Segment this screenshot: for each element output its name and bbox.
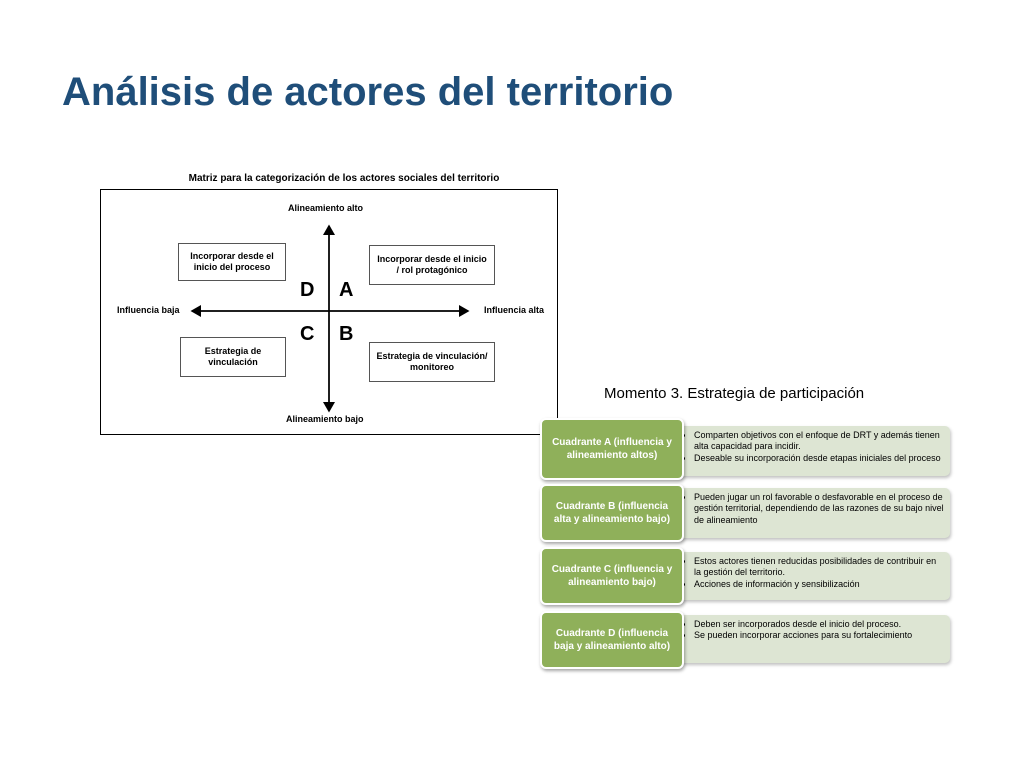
quadrant-a-label: Cuadrante A (influencia y alineamiento a…	[540, 418, 684, 480]
quadrant-a-bullet-1: Comparten objetivos con el enfoque de DR…	[694, 430, 944, 453]
strategy-title: Momento 3. Estrategia de participación	[604, 385, 865, 402]
matrix-frame: Alineamiento alto Alineamiento bajo Infl…	[100, 189, 558, 435]
quadrant-d-bullet-2: Se pueden incorporar acciones para su fo…	[694, 630, 944, 641]
quadrant-row-d: Deben ser incorporados desde el inicio d…	[540, 611, 952, 669]
quadrant-c-bullet-2: Acciones de información y sensibilizació…	[694, 579, 944, 590]
box-bottom-right: Estrategia de vinculación/ monitoreo	[369, 342, 495, 382]
quadrant-d-description: Deben ser incorporados desde el inicio d…	[670, 615, 950, 663]
quadrant-c-description: Estos actores tienen reducidas posibilid…	[670, 552, 950, 600]
quadrant-letter-b: B	[339, 323, 354, 345]
box-bottom-left: Estrategia de vinculación	[180, 337, 286, 377]
slide-title: Análisis de actores del territorio	[62, 70, 674, 114]
quadrant-b-label: Cuadrante B (influencia alta y alineamie…	[540, 484, 684, 542]
quadrant-row-a: Comparten objetivos con el enfoque de DR…	[540, 418, 952, 480]
axis-label-right: Influencia alta	[484, 305, 545, 315]
matrix-title: Matriz para la categorización de los act…	[188, 173, 500, 184]
quadrant-c-bullet-1: Estos actores tienen reducidas posibilid…	[694, 556, 944, 579]
quadrant-a-description: Comparten objetivos con el enfoque de DR…	[670, 426, 950, 476]
quadrant-c-label: Cuadrante C (influencia y alineamiento b…	[540, 547, 684, 605]
quadrant-letter-a: A	[339, 279, 354, 301]
axis-label-bottom: Alineamiento bajo	[286, 414, 364, 424]
axis-label-left: Influencia baja	[117, 305, 180, 315]
box-top-left: Incorporar desde el inicio del proceso	[178, 243, 286, 281]
box-top-right: Incorporar desde el inicio / rol protagó…	[369, 245, 495, 285]
axis-label-top: Alineamiento alto	[288, 203, 364, 213]
quadrant-letter-c: C	[300, 323, 315, 345]
quadrant-row-c: Estos actores tienen reducidas posibilid…	[540, 547, 952, 605]
matrix-axes	[190, 224, 470, 413]
quadrant-b-bullet-1: Pueden jugar un rol favorable o desfavor…	[694, 492, 944, 526]
quadrant-row-b: Pueden jugar un rol favorable o desfavor…	[540, 484, 952, 542]
quadrant-d-bullet-1: Deben ser incorporados desde el inicio d…	[694, 619, 944, 630]
quadrant-b-description: Pueden jugar un rol favorable o desfavor…	[670, 488, 950, 538]
quadrant-a-bullet-2: Deseable su incorporación desde etapas i…	[694, 453, 944, 464]
quadrant-letter-d: D	[300, 279, 315, 301]
quadrant-d-label: Cuadrante D (influencia baja y alineamie…	[540, 611, 684, 669]
